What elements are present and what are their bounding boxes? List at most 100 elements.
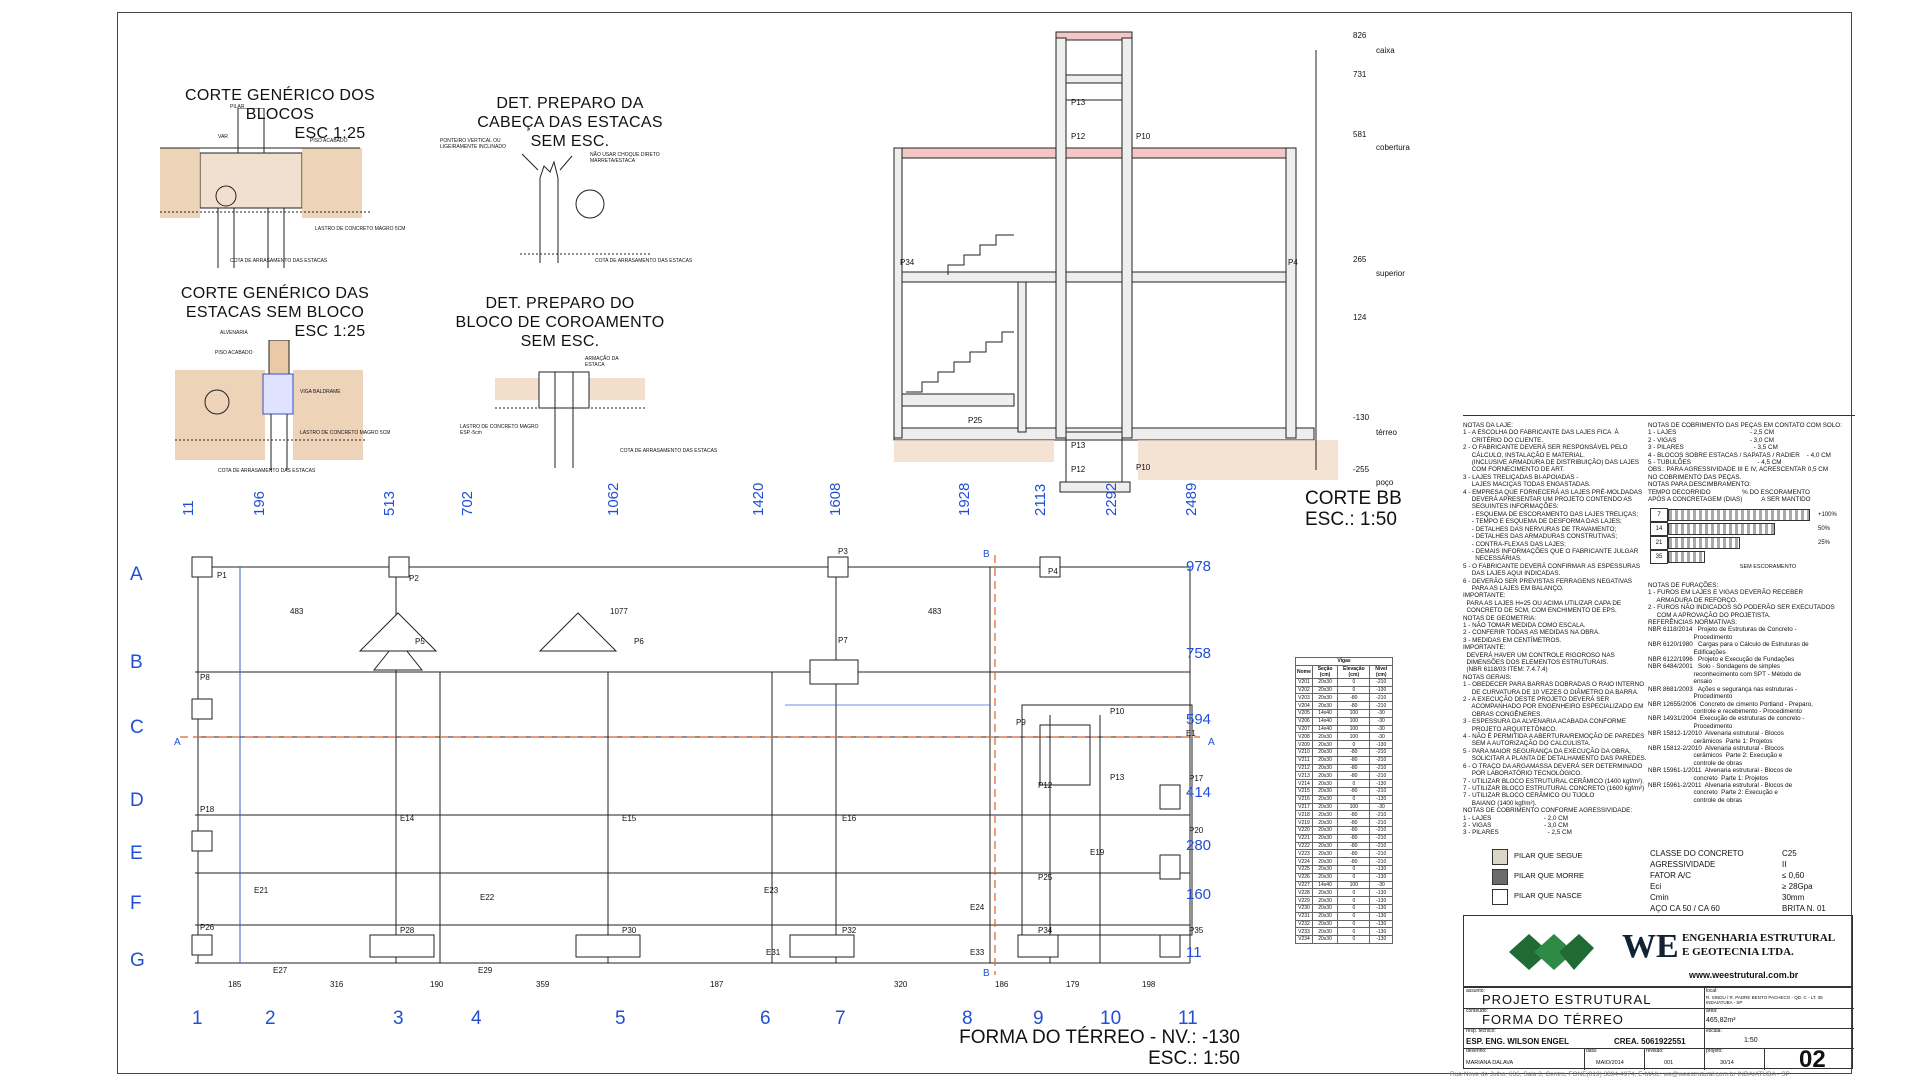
shoring-pct: 50%	[1818, 526, 1831, 532]
tb-desenho-value: MARIANA DALAVA	[1466, 1060, 1514, 1066]
beam-table-cell: -210	[1369, 857, 1393, 866]
beam-table-cell: 100	[1337, 802, 1371, 812]
beam-table-cell: 100	[1337, 724, 1371, 734]
label-cota-arrasamento-2: COTA DE ARRASAMENTO DAS ESTACAS	[595, 258, 693, 264]
beam-table-cell: 20x30	[1311, 771, 1339, 781]
beam-table-cell: 20x30	[1311, 888, 1339, 898]
plan-pillar-e1: E1	[1186, 729, 1196, 738]
beam-table-cell: -130	[1369, 896, 1393, 905]
tb-conteudo-value: FORMA DO TÉRREO	[1482, 1012, 1624, 1027]
beam-table-cell: 20x30	[1311, 701, 1339, 710]
shoring-bar	[1668, 509, 1810, 521]
level-poco-value: -255	[1353, 465, 1370, 474]
beam-table-cell: V215	[1295, 786, 1313, 796]
plan-pillar-p5: P5	[415, 637, 425, 646]
detail-2-title: DET. PREPARO DA CABEÇA DAS ESTACAS SEM E…	[470, 94, 670, 151]
beam-table-cell: -210	[1369, 763, 1393, 773]
beam-table-cell: -30	[1369, 880, 1393, 890]
detail-4-title-line3: SEM ESC.	[520, 333, 600, 350]
plan-pillar-p17: P17	[1189, 774, 1204, 783]
legend-swatch	[1492, 849, 1508, 865]
detail-3-title-line1: CORTE GENÉRICO DAS	[180, 285, 370, 302]
section-pillar-p10-top: P10	[1136, 132, 1151, 141]
beam-table-cell: -30	[1369, 802, 1393, 812]
beam-table-cell: -130	[1369, 935, 1393, 944]
beam-table-cell: 0	[1337, 872, 1371, 882]
label-piso-acabado-2: PISO ACABADO	[215, 350, 253, 356]
beam-table-cell: -210	[1369, 755, 1393, 765]
plan-pillar-p34: P34	[1038, 926, 1053, 935]
shoring-pct: +100%	[1818, 512, 1837, 518]
col-label-9: 9	[1033, 1008, 1044, 1029]
top-coord-702: 702	[459, 490, 476, 516]
beam-table-cell: V227	[1295, 880, 1313, 890]
beam-table-cell: -80	[1337, 763, 1371, 773]
company-box: WE ENGENHARIA ESTRUTURAL E GEOTECNIA LTD…	[1463, 915, 1853, 987]
beam-table-cell: 20x30	[1311, 740, 1339, 749]
detail-4-title-line1: DET. PREPARO DO	[485, 295, 635, 312]
tb-projeto-label: projeto:	[1706, 1048, 1723, 1054]
bottom-dim-179: 179	[1066, 980, 1080, 989]
beam-header-nivel: Nível (cm)	[1369, 664, 1393, 679]
beam-table-cell: 0	[1337, 888, 1371, 898]
right-coord-758: 758	[1186, 645, 1212, 662]
plan-pillar-e27: E27	[273, 966, 288, 975]
beam-table-cell: 20x30	[1311, 927, 1339, 937]
plan-pillar-p1: P1	[217, 571, 227, 580]
tb-assunto-label: assunto:	[1466, 988, 1485, 994]
detail-4-drawing	[495, 371, 645, 468]
concrete-spec-value: II	[1782, 860, 1787, 869]
level-poco-label: poço	[1376, 478, 1394, 487]
tb-escala: escala: 1:50	[1704, 1028, 1854, 1049]
beam-table-cell: -130	[1369, 794, 1393, 804]
level-caixa-value: 826	[1353, 31, 1367, 40]
section-pillar-p13-bottom: P13	[1071, 441, 1086, 450]
notes-references: NOTAS DE FURAÇÕES: 1 - FUROS EM LAJES E …	[1648, 582, 1835, 804]
tb-local-label: local:	[1706, 988, 1718, 994]
concrete-spec-row: Eci≥ 28Gpa	[1650, 881, 1850, 892]
detail-3-scale: ESC 1:25	[294, 323, 366, 340]
col-label-8: 8	[962, 1008, 973, 1029]
label-viga-baldrame: VIGA BALDRAME	[300, 389, 341, 395]
level-superior-label: superior	[1376, 269, 1405, 278]
tb-data-value: MAIO/2014	[1596, 1060, 1624, 1066]
bottom-dim-198: 198	[1142, 980, 1156, 989]
beam-table-cell: 14x40	[1311, 708, 1339, 718]
beam-table-cell: V213	[1295, 771, 1313, 781]
beam-table: Vigas Nome Seção (cm) Elevação (cm) Níve…	[1295, 657, 1393, 944]
beam-table-cell: 14x40	[1311, 880, 1339, 890]
label-piso-acabado: PISO ACABADO	[310, 138, 348, 144]
concrete-spec-row: FATOR A/C≤ 0,60	[1650, 870, 1850, 881]
beam-table-cell: V217	[1295, 802, 1313, 812]
level-superior-value: 265	[1353, 255, 1367, 264]
beam-table-cell: -130	[1369, 911, 1393, 921]
beam-table-cell: 0	[1337, 919, 1371, 929]
level-caixa-label: caixa	[1376, 46, 1395, 55]
beam-table-cell: -210	[1369, 701, 1393, 710]
shoring-days: 35	[1650, 550, 1668, 564]
label-armacao-estaca: ARMAÇÃO DA ESTACA	[585, 356, 619, 368]
beam-table-cell: 20x30	[1311, 935, 1339, 944]
row-label-c: C	[130, 717, 144, 738]
col-label-11: 11	[1178, 1008, 1198, 1029]
beam-table-cell: V221	[1295, 833, 1313, 843]
beam-table-cell: 20x30	[1311, 779, 1339, 788]
top-coord-11: 11	[180, 500, 197, 516]
right-coord-594: 594	[1186, 711, 1212, 728]
beam-table-cell: -30	[1369, 724, 1393, 734]
detail-3-title: CORTE GENÉRICO DAS ESTACAS SEM BLOCO ESC…	[165, 284, 385, 341]
detail-4-title: DET. PREPARO DO BLOCO DE COROAMENTO SEM …	[455, 294, 665, 351]
beam-table-cell: 20x30	[1311, 903, 1339, 913]
